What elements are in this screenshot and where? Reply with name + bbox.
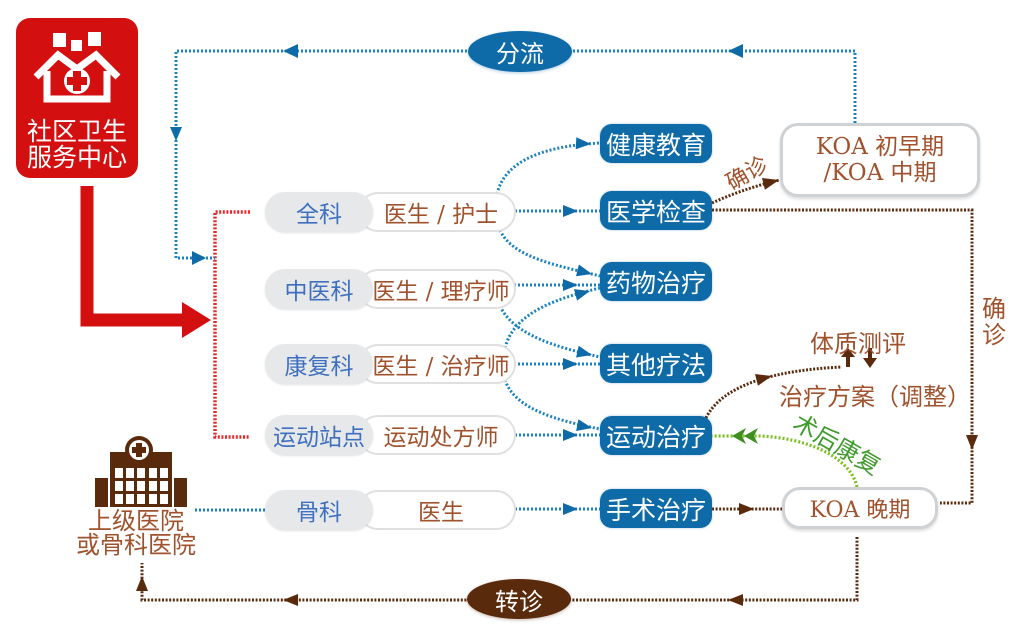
arrowhead-tcm-other (576, 345, 592, 358)
arrowhead-rehab-exercise (576, 419, 592, 432)
hospital-label-line1: 上级医院 (88, 507, 184, 535)
arrowhead-exam (563, 205, 578, 217)
stage-early-mid-box: KOA 初早期 /KOA 中期 (780, 123, 980, 197)
arrowhead-exercise-plan (755, 374, 772, 386)
staff-exercise-station: 运动处方师 (358, 415, 516, 455)
triage-arrowhead-right (728, 44, 743, 58)
arrowhead-tcm-medication (563, 279, 578, 291)
triage-loop-line (174, 49, 857, 260)
referral-arrowhead-left (283, 594, 298, 606)
center-to-departments-arrowhead (182, 302, 211, 338)
treatment-medication: 药物治疗 (600, 262, 712, 301)
link-rehab-to-exercise-therapy (503, 379, 601, 431)
community-health-house-icon (33, 32, 121, 103)
community-health-center: 社区卫生 服务中心 (16, 18, 138, 178)
departments-bracket (213, 210, 250, 439)
diagnosis-right-char-2: 诊 (982, 321, 1006, 349)
triage-ellipse: 分流 (468, 31, 572, 72)
arrowhead-ortho-surgery (563, 503, 578, 515)
department-general: 全科 (265, 192, 373, 232)
treatment-exercise-therapy: 运动治疗 (600, 416, 712, 455)
triage-arrowhead-left (283, 44, 298, 58)
staff-rehab: 医生 / 治疗师 (358, 344, 516, 384)
assessment-up-arrow-stem (846, 356, 850, 367)
treatment-surgery: 手术治疗 (600, 489, 712, 528)
referral-ellipse: 转诊 (467, 579, 571, 619)
link-exercise-to-plan (704, 365, 843, 419)
staff-tcm: 医生 / 理疗师 (358, 269, 516, 309)
staff-orthopedics: 医生 (358, 490, 516, 530)
community-center-label-line2: 服务中心 (26, 143, 127, 172)
assessment-down-arrow-icon (863, 358, 877, 368)
department-exercise-station: 运动站点 (265, 415, 373, 455)
department-tcm: 中医科 (265, 269, 373, 309)
arrowhead-diagnosis-late (966, 435, 978, 450)
post-op-arrowhead-2 (744, 428, 758, 444)
link-tcm-to-other-therapy (498, 305, 601, 359)
triage-arrowhead-down (170, 127, 182, 141)
arrowhead-rehab-other (563, 358, 578, 370)
triage-arrowhead-in (192, 251, 206, 265)
arrowhead-education (575, 137, 591, 150)
arrowhead-surgery-late (739, 503, 754, 515)
arrowhead-general-medication (575, 264, 592, 277)
community-center-label-line1: 社区卫生 (26, 117, 127, 146)
referral-arrowhead-up (136, 576, 148, 591)
assessment-up-arrow-icon (841, 348, 855, 357)
stage-mid-label: /KOA 中期 (823, 160, 937, 186)
treatment-plan-label: 治疗方案（调整） (779, 383, 971, 411)
stage-late-box: KOA 晚期 (782, 487, 938, 529)
link-rehab-to-medication (503, 286, 601, 349)
diagnosis-label-right: 确 诊 (982, 296, 1006, 348)
arrowhead-diagnosis-early (762, 178, 779, 190)
stage-early-label: KOA 初早期 (815, 134, 945, 160)
staff-general: 医生 / 护士 (358, 192, 516, 232)
diagnosis-right-char-1: 确 (982, 295, 1006, 323)
hospital-building-icon (95, 436, 187, 507)
link-exam-to-late-stage (712, 208, 974, 505)
link-general-to-education (495, 141, 601, 195)
link-general-to-medication (498, 229, 601, 278)
post-op-arrowhead-1 (732, 428, 746, 444)
assessment-label: 体质测评 (810, 330, 906, 358)
link-late-stage-to-exercise (712, 434, 859, 488)
arrowhead-station-exercise (563, 429, 578, 441)
referral-arrowhead-right (728, 594, 743, 606)
treatment-medical-exam: 医学检查 (600, 191, 712, 230)
center-to-departments-arrow-shaft (80, 186, 186, 327)
treatment-health-education: 健康教育 (600, 124, 712, 163)
department-orthopedics: 骨科 (265, 490, 373, 530)
hospital-label-line2: 或骨科医院 (76, 531, 196, 559)
assessment-down-arrow-stem (868, 348, 872, 359)
arrowhead-rehab-medication (573, 289, 590, 301)
treatment-other-therapy: 其他疗法 (600, 344, 712, 383)
department-rehab: 康复科 (265, 344, 373, 384)
